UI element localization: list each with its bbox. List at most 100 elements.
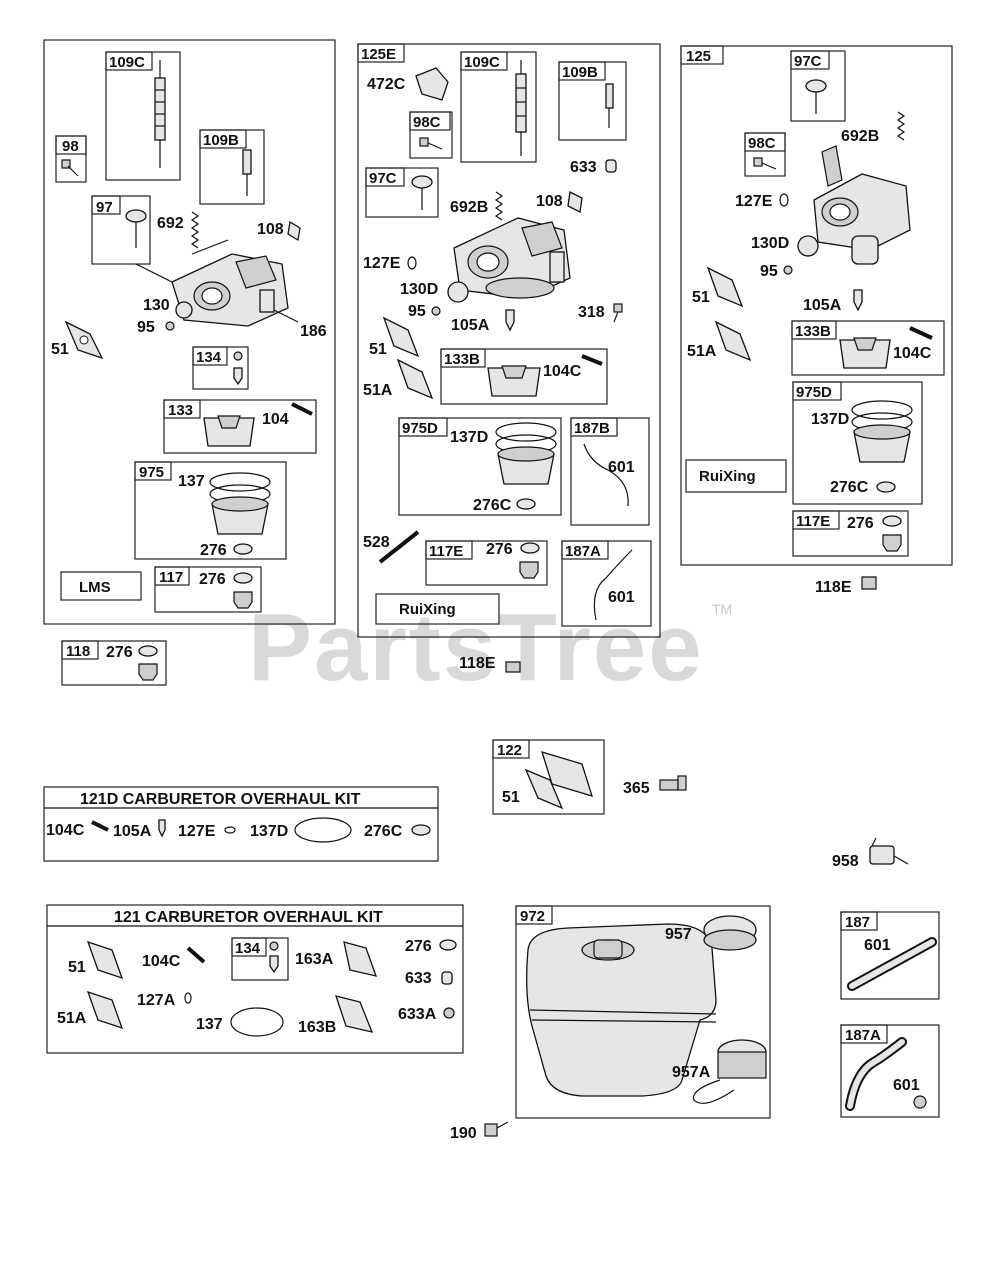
part-float-133b-right bbox=[839, 337, 891, 369]
label-190: 190 bbox=[450, 1125, 477, 1142]
callout-box-117 bbox=[154, 566, 262, 613]
kit-121-title: 121 CARBURETOR OVERHAUL KIT bbox=[114, 909, 383, 926]
part-spring-692 bbox=[190, 211, 200, 249]
part-plug-117 bbox=[233, 591, 253, 609]
label-97c-right: 97C bbox=[794, 53, 822, 70]
label-118e-center: 118E bbox=[459, 655, 496, 672]
label-972: 972 bbox=[520, 908, 545, 925]
part-plug-118e-center bbox=[505, 661, 521, 673]
label-97c-center: 97C bbox=[369, 170, 397, 187]
part-bushing-633-kit121 bbox=[441, 971, 453, 985]
part-fuel-cap-957a bbox=[692, 1039, 767, 1104]
part-gasket-51-center bbox=[382, 316, 420, 358]
part-float-133 bbox=[203, 415, 255, 447]
label-51a-right: 51A bbox=[687, 343, 717, 360]
part-carburetor-body-center bbox=[453, 217, 571, 299]
label-137d-right: 137D bbox=[811, 411, 849, 428]
label-137d-kit121d: 137D bbox=[250, 823, 288, 840]
part-screw-318 bbox=[613, 303, 623, 323]
label-109b-center: 109B bbox=[562, 64, 598, 81]
part-fuel-line-187b bbox=[583, 443, 629, 507]
part-screw-95-center bbox=[431, 306, 441, 316]
part-carburetor-body-right bbox=[813, 145, 911, 265]
part-gasket-137d-kit121d bbox=[294, 817, 352, 843]
part-pin-104c-kit121d bbox=[91, 820, 109, 832]
part-washer-276-117 bbox=[233, 572, 253, 584]
part-fitting-365 bbox=[659, 775, 687, 791]
label-51-center: 51 bbox=[369, 341, 387, 358]
label-98c-center: 98C bbox=[413, 114, 441, 131]
part-gasket-108-center bbox=[567, 191, 583, 213]
label-104: 104 bbox=[262, 411, 289, 428]
part-needle-134 bbox=[233, 351, 243, 386]
label-975d-center: 975D bbox=[402, 420, 438, 437]
label-lms: LMS bbox=[79, 579, 111, 596]
label-957: 957 bbox=[665, 926, 692, 943]
part-screw-98 bbox=[61, 159, 79, 177]
part-throttle-lever-97c-right bbox=[805, 79, 827, 114]
part-hose-528 bbox=[378, 530, 420, 564]
kit-121-panel: 121 CARBURETOR OVERHAUL KIT 51 104C 134 … bbox=[46, 904, 464, 1054]
brand-badge-lms bbox=[60, 571, 142, 601]
part-fuel-pipe-109b bbox=[242, 149, 252, 196]
label-122: 122 bbox=[497, 742, 522, 759]
part-washer-276c-right bbox=[876, 481, 896, 493]
label-ruixing-center: RuiXing bbox=[399, 601, 456, 618]
callout-box-97 bbox=[91, 195, 151, 265]
label-187: 187 bbox=[845, 914, 870, 931]
part-bolt-190 bbox=[484, 1121, 509, 1137]
label-318: 318 bbox=[578, 304, 605, 321]
part-gasket-130 bbox=[175, 301, 193, 319]
part-needle-105a-center bbox=[505, 309, 515, 332]
label-104c-center: 104C bbox=[543, 363, 582, 380]
label-98c-right: 98C bbox=[748, 135, 776, 152]
part-spring-692b-center bbox=[494, 191, 504, 221]
label-109b: 109B bbox=[203, 132, 239, 149]
label-472c: 472C bbox=[367, 76, 406, 93]
callout-box-117e-right bbox=[792, 510, 909, 557]
label-276-117e-center: 276 bbox=[486, 541, 513, 558]
kit-121d-title: 121D CARBURETOR OVERHAUL KIT bbox=[80, 791, 361, 808]
label-187b: 187B bbox=[574, 420, 610, 437]
label-117e-right: 117E bbox=[796, 513, 830, 530]
label-130d-center: 130D bbox=[400, 281, 438, 298]
part-bowl-975d-right bbox=[851, 400, 913, 463]
label-957a: 957A bbox=[672, 1064, 711, 1081]
callout-box-133b-right bbox=[791, 320, 945, 376]
label-117e-center: 117E bbox=[429, 543, 463, 560]
part-gasket-51a-center bbox=[396, 358, 434, 400]
label-127e-center: 127E bbox=[363, 255, 401, 272]
part-gasket-130d-center bbox=[447, 281, 469, 303]
part-gasket-51-kit121 bbox=[86, 940, 124, 980]
label-130: 130 bbox=[143, 297, 170, 314]
part-fuel-cap-957 bbox=[703, 915, 757, 951]
part-throttle-lever-97 bbox=[125, 209, 147, 248]
brand-badge-ruixing-right bbox=[685, 459, 787, 493]
part-gasket-108 bbox=[287, 220, 301, 242]
label-104c-kit121d: 104C bbox=[46, 822, 85, 839]
label-125: 125 bbox=[686, 48, 711, 65]
callout-box-122 bbox=[492, 739, 605, 815]
part-pin-104c-center bbox=[581, 354, 603, 366]
label-109c: 109C bbox=[109, 54, 145, 71]
label-51a-kit121: 51A bbox=[57, 1010, 87, 1027]
part-gasket-51-left bbox=[64, 320, 104, 360]
label-51-kit121: 51 bbox=[68, 959, 86, 976]
label-163a: 163A bbox=[295, 951, 334, 968]
label-276-kit121: 276 bbox=[405, 938, 432, 955]
callout-box-187a bbox=[840, 1024, 940, 1118]
part-washer-276-117e-right bbox=[882, 515, 902, 527]
part-spacer-122 bbox=[541, 751, 593, 797]
part-screw-95-left bbox=[165, 321, 175, 331]
part-needle-134-kit121 bbox=[269, 941, 279, 974]
label-134: 134 bbox=[196, 349, 222, 366]
panel-left-assembly: 109C 98 109B 97 692 bbox=[43, 39, 336, 625]
callout-box-109c bbox=[105, 51, 181, 181]
label-276c-center: 276C bbox=[473, 497, 512, 514]
part-oring-127e-kit121d bbox=[224, 826, 236, 834]
callout-box-187 bbox=[840, 911, 940, 1000]
callout-box-133b-center bbox=[440, 348, 608, 405]
label-ruixing-right: RuiXing bbox=[699, 468, 756, 485]
part-plug-117e-center bbox=[519, 561, 539, 579]
